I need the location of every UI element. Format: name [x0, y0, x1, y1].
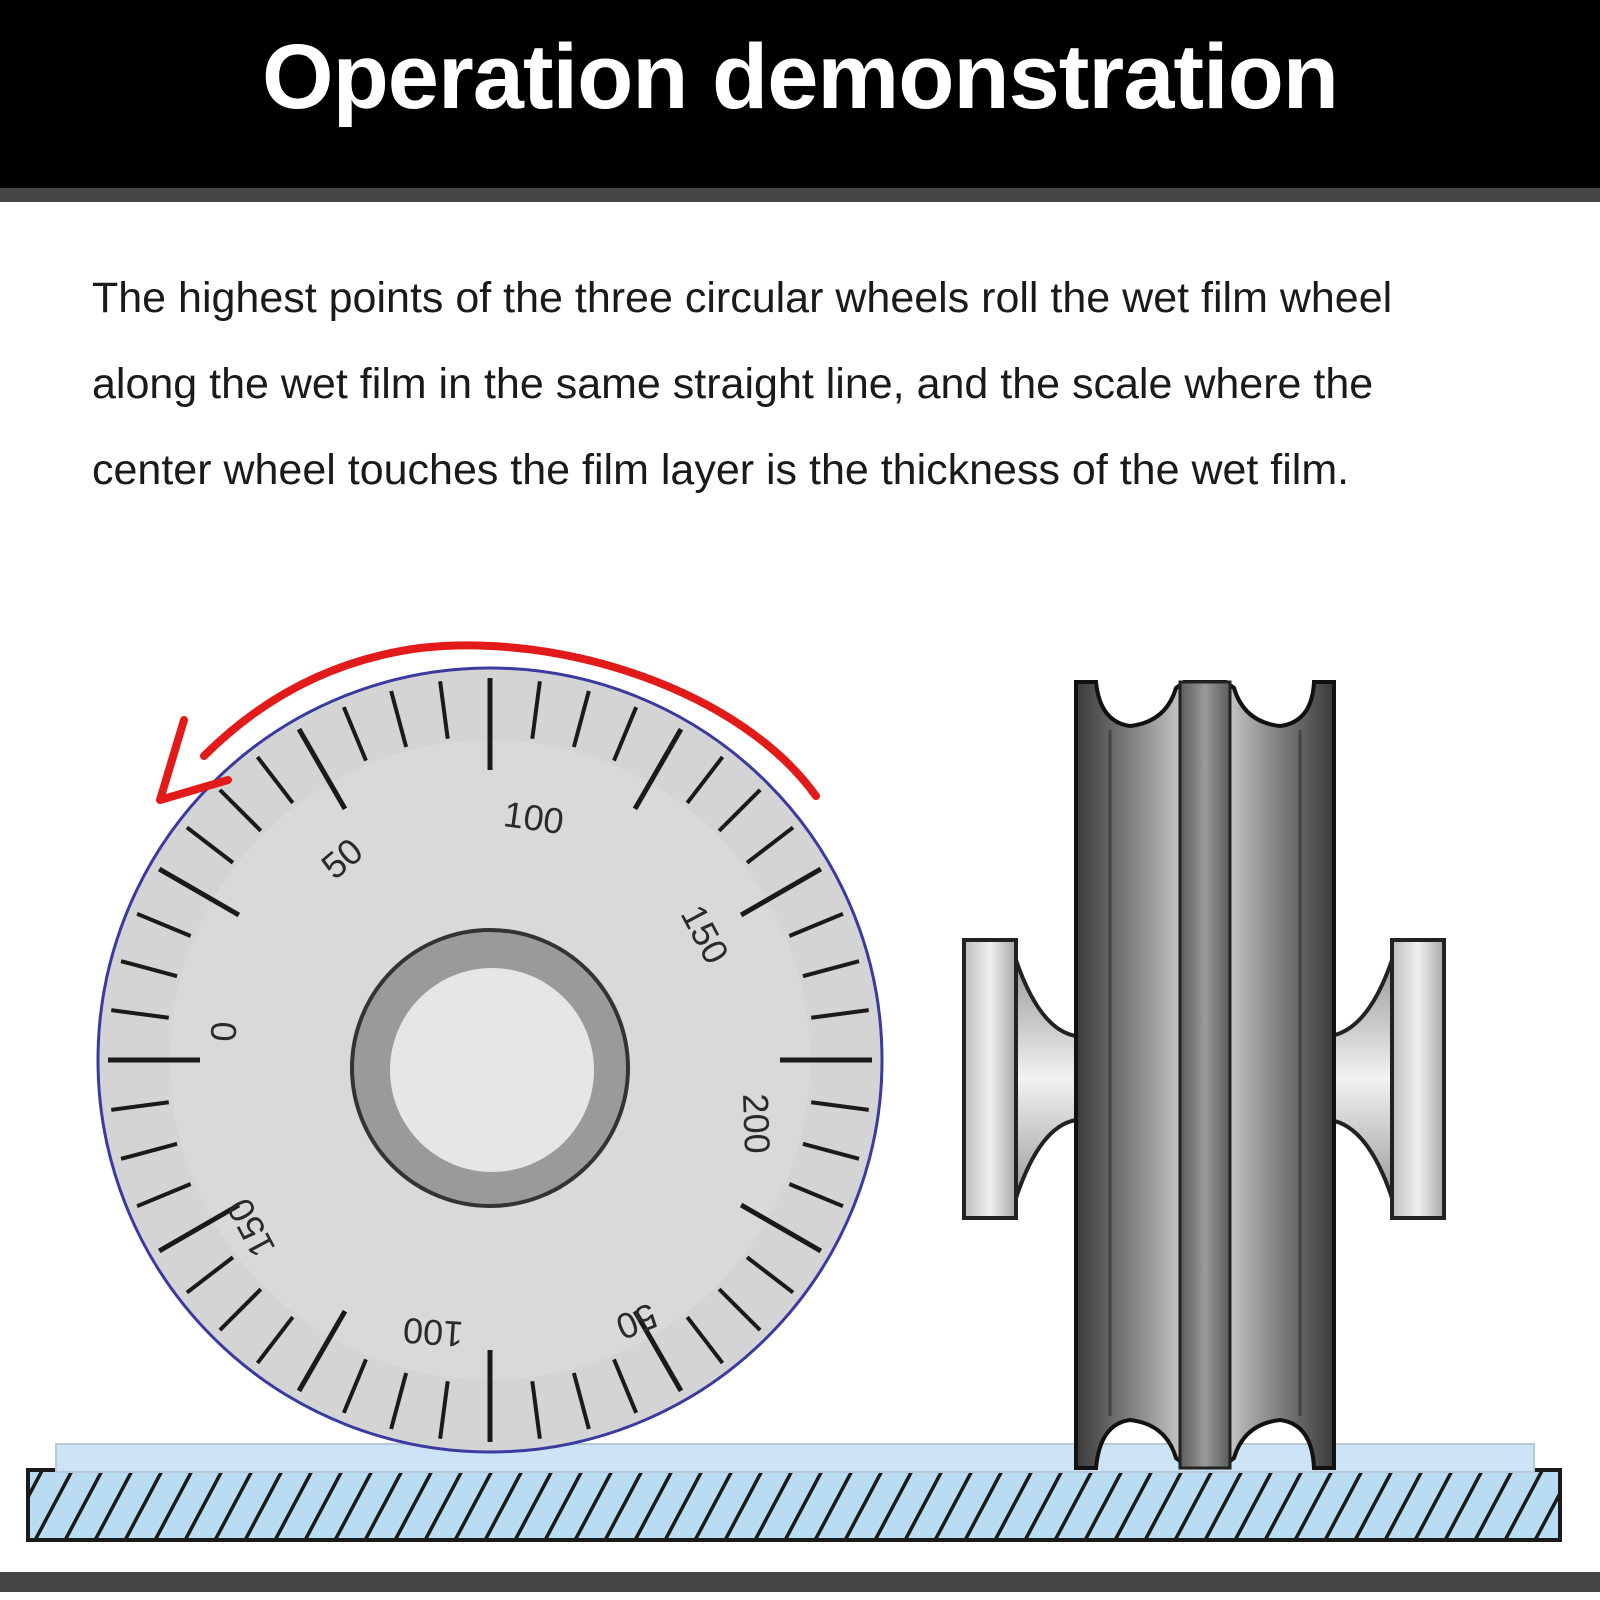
- scale-label-100-lower: 100: [402, 1310, 465, 1355]
- wheel-center-rib: [1178, 680, 1232, 1470]
- scale-tick: [571, 1372, 591, 1430]
- scale-tick: [389, 690, 409, 748]
- instruction-line-1: The highest points of the three circular…: [92, 274, 1393, 322]
- scale-label-100-upper: 100: [501, 793, 566, 842]
- scale-tick: [717, 1287, 762, 1332]
- scale-tick: [802, 1141, 860, 1161]
- instruction-text: The highest points of the three circular…: [92, 255, 1552, 513]
- scale-tick: [802, 959, 860, 979]
- header-bar: Operation demonstration: [0, 0, 1600, 188]
- wet-film-layer: [55, 1443, 1535, 1473]
- scale-tick: [632, 727, 684, 811]
- scale-tick: [157, 1202, 241, 1254]
- scale-tick: [685, 755, 725, 805]
- page-title: Operation demonstration: [262, 26, 1339, 128]
- left-axle-neck: [1014, 959, 1078, 1199]
- scale-tick: [739, 1202, 823, 1254]
- scale-tick: [612, 1358, 639, 1414]
- dial-hub-center: [390, 968, 594, 1172]
- header-divider: [0, 188, 1600, 202]
- instruction-line-2: along the wet film in the same straight …: [92, 360, 1374, 408]
- wet-film-gauge-diagram: 0 50 100 150 200 50 100 150: [26, 641, 1562, 1542]
- scale-tick: [571, 690, 591, 748]
- footer-divider: [0, 1572, 1600, 1592]
- scale-tick: [111, 1008, 170, 1020]
- scale-label-200: 200: [735, 1093, 778, 1154]
- scale-tick: [185, 825, 235, 865]
- scale-tick: [685, 1315, 725, 1365]
- scale-tick: [389, 1372, 409, 1430]
- substrate: [26, 1468, 1562, 1542]
- scale-tick: [745, 825, 795, 865]
- scale-tick: [185, 1255, 235, 1295]
- front-view-wheel: [962, 680, 1446, 1470]
- scale-tick: [111, 1100, 170, 1112]
- scale-tick: [632, 1309, 684, 1393]
- scale-tick: [745, 1255, 795, 1295]
- scale-ticks: [108, 678, 872, 1442]
- rotation-arrow: [156, 641, 820, 804]
- scale-tick: [438, 681, 450, 740]
- scale-tick: [612, 706, 639, 762]
- scale-tick: [788, 1182, 844, 1209]
- right-axle-neck: [1328, 959, 1394, 1199]
- scale-tick: [120, 959, 178, 979]
- scale-tick: [136, 911, 192, 938]
- scale-tick: [810, 1100, 869, 1112]
- scale-tick: [341, 1358, 368, 1414]
- scale-tick: [218, 788, 263, 833]
- scale-tick: [530, 681, 542, 740]
- scale-tick: [120, 1141, 178, 1161]
- scale-tick: [255, 1315, 295, 1365]
- right-axle-cap: [1390, 938, 1446, 1220]
- scale-tick: [788, 911, 844, 938]
- scale-tick: [218, 1287, 263, 1332]
- scale-tick: [296, 727, 348, 811]
- scale-tick: [157, 866, 241, 918]
- scale-tick: [255, 755, 295, 805]
- scale-tick: [296, 1309, 348, 1393]
- scale-tick: [341, 706, 368, 762]
- scale-tick: [739, 866, 823, 918]
- dial-wheel: 0 50 100 150 200 50 100 150: [96, 666, 884, 1454]
- instruction-line-3: center wheel touches the film layer is t…: [92, 446, 1350, 494]
- left-axle-cap: [962, 938, 1018, 1220]
- scale-tick: [810, 1008, 869, 1020]
- scale-tick: [136, 1182, 192, 1209]
- scale-tick: [717, 788, 762, 833]
- scale-tick: [530, 1380, 542, 1439]
- scale-label-0: 0: [203, 1021, 245, 1042]
- scale-tick: [438, 1380, 450, 1439]
